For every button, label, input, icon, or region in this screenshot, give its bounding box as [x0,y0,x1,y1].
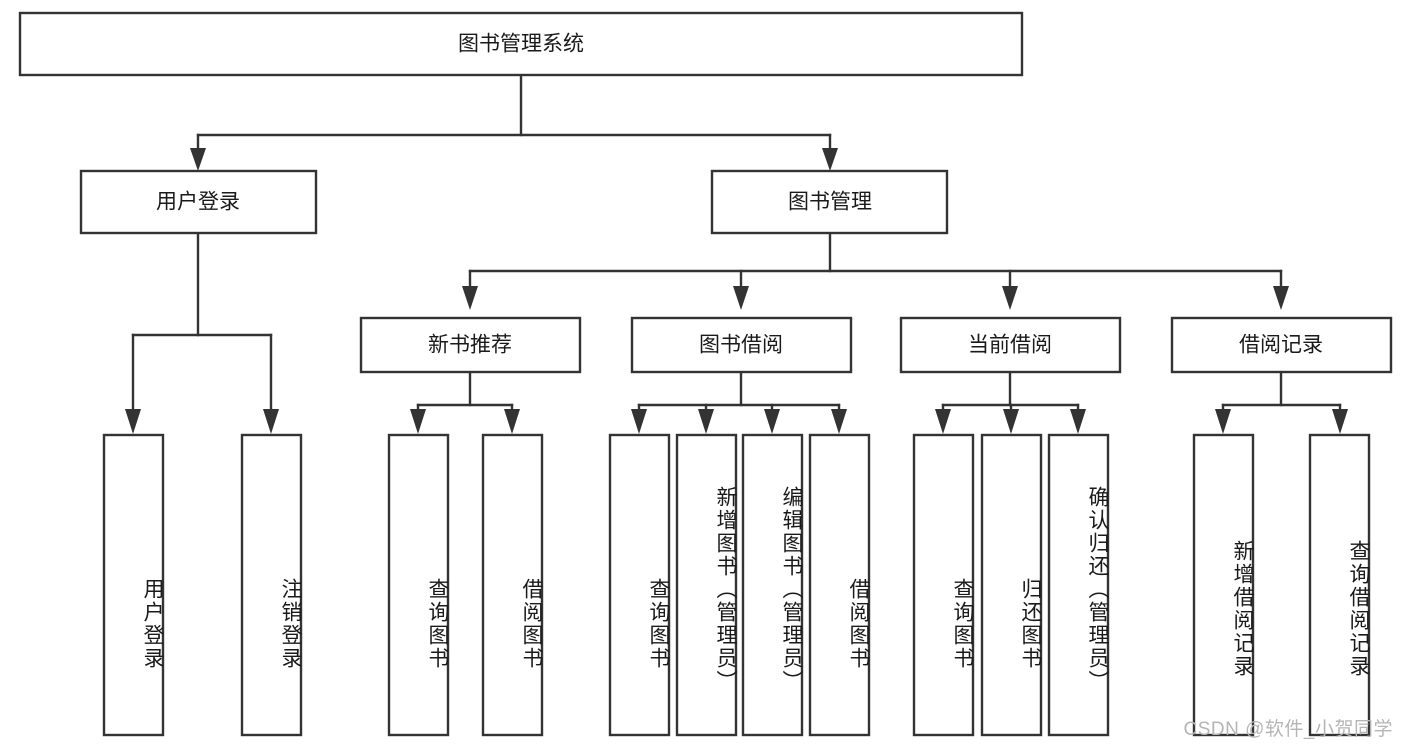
arrowhead-book-borrow [733,286,749,310]
leaf-box-book-borrow-1[interactable] [608,433,671,737]
leaf-box-borrow-record-2[interactable] [1308,433,1371,737]
node-new-book-box[interactable] [359,316,582,374]
node-root[interactable]: 图书管理系统 [18,11,1024,77]
node-book-borrow-box[interactable] [630,316,853,374]
arrowhead-user-login [190,148,206,171]
leaf-group-borrow-record [1192,433,1371,737]
arrowhead-book-manage [822,148,838,171]
arrowhead-book-borrow-leaf-4 [831,409,847,434]
node-user-login[interactable]: 用户登录 [79,169,318,235]
leaf-box-book-borrow-2[interactable] [675,433,738,737]
leaf-group-new-book [387,433,544,737]
arrowhead-current-borrow [1002,286,1018,310]
node-current-borrow[interactable]: 当前借阅 [899,316,1122,374]
node-new-book-label: 新书推荐 [428,334,512,357]
edge-group-new-book-to-leaves [410,370,520,434]
node-root-label: 图书管理系统 [458,33,584,56]
arrowhead-current-borrow-leaf-2 [1003,409,1019,434]
node-borrow-record-label: 借阅记录 [1239,334,1323,357]
leaf-box-current-borrow-1[interactable] [912,433,975,737]
arrowhead-borrow-record-leaf-2 [1332,409,1348,434]
node-book-manage[interactable]: 图书管理 [710,169,949,235]
leaf-box-current-borrow-2[interactable] [980,433,1043,737]
node-book-borrow[interactable]: 图书借阅 [630,316,853,374]
node-book-manage-box[interactable] [710,169,949,235]
leaf-box-new-book-1[interactable] [387,433,450,737]
node-user-login-box[interactable] [79,169,318,235]
leaf-group-current-borrow [912,433,1110,737]
edge-group-root-to-level2 [190,73,838,171]
leaf-box-current-borrow-3[interactable] [1047,433,1110,737]
arrowhead-book-borrow-leaf-1 [631,409,647,434]
edge-group-borrow-record-to-leaves [1215,370,1348,434]
edge-group-current-borrow-to-leaves [935,370,1086,434]
arrowhead-new-book-leaf-1 [410,409,426,434]
arrowhead-current-borrow-leaf-1 [935,409,951,434]
edge-group-user-login-to-leaves [125,231,279,434]
arrowhead-borrow-record [1273,286,1289,310]
node-borrow-record-box[interactable] [1170,316,1393,374]
leaf-box-user-login-2[interactable] [240,433,303,737]
arrowhead-book-borrow-leaf-3 [764,409,780,434]
node-root-box[interactable] [18,11,1024,77]
arrowhead-current-borrow-leaf-3 [1070,409,1086,434]
arrowhead-book-borrow-leaf-2 [698,409,714,434]
node-book-borrow-label: 图书借阅 [699,334,783,357]
arrowhead-new-book [462,286,478,310]
leaf-box-new-book-2[interactable] [481,433,544,737]
leaf-box-book-borrow-3[interactable] [741,433,804,737]
edge-group-book-manage-to-level3 [462,231,1289,310]
node-current-borrow-label: 当前借阅 [968,334,1052,357]
leaf-box-user-login-1[interactable] [102,433,165,737]
node-user-login-label: 用户登录 [156,191,240,214]
node-book-manage-label: 图书管理 [788,191,872,214]
node-new-book[interactable]: 新书推荐 [359,316,582,374]
edge-group-book-borrow-to-leaves [631,370,847,434]
leaf-group-book-borrow [608,433,871,737]
leaf-group-user-login [102,433,303,737]
leaf-box-borrow-record-1[interactable] [1192,433,1255,737]
arrowhead-user-login-leaf-1 [125,409,141,434]
node-borrow-record[interactable]: 借阅记录 [1170,316,1393,374]
arrowhead-new-book-leaf-2 [504,409,520,434]
arrowhead-borrow-record-leaf-1 [1215,409,1231,434]
watermark-label: CSDN @软件_小贺同学 [1183,719,1393,740]
leaf-box-book-borrow-4[interactable] [808,433,871,737]
arrowhead-user-login-leaf-2 [263,409,279,434]
node-current-borrow-box[interactable] [899,316,1122,374]
